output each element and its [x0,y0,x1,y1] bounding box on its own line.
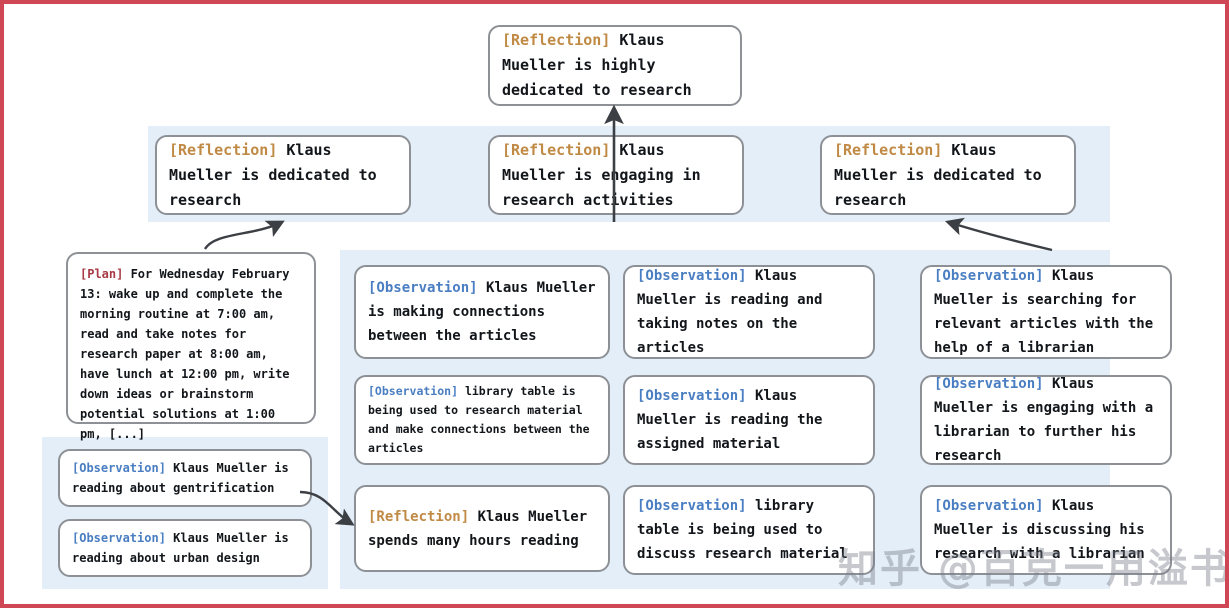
node-obs-discussing-librarian-body: Klaus Mueller is discussing his research… [934,498,1154,562]
node-reflection-hours-reading[interactable]: [Reflection] Klaus Mueller spends many h… [354,485,610,572]
node-reflection-left[interactable]: [Reflection] Klaus Mueller is dedicated … [155,135,411,215]
tag-observation: [Observation] [637,498,747,514]
node-obs-engaging-librarian[interactable]: [Observation] Klaus Mueller is engaging … [920,375,1172,465]
node-reflection-left-text: [Reflection] Klaus Mueller is dedicated … [157,138,409,213]
node-obs-urban-design-text: [Observation] Klaus Mueller is reading a… [60,528,310,568]
tag-observation: [Observation] [934,268,1044,284]
node-obs-library-table-connections-body: library table is being used to research … [368,384,597,455]
tag-observation: [Observation] [934,376,1044,392]
node-obs-urban-design[interactable]: [Observation] Klaus Mueller is reading a… [58,519,312,577]
node-obs-assigned-material-text: [Observation] Klaus Mueller is reading t… [625,384,873,456]
node-obs-gentrification-text: [Observation] Klaus Mueller is reading a… [60,458,310,498]
node-reflection-right-text: [Reflection] Klaus Mueller is dedicated … [822,138,1074,213]
node-reflection-middle[interactable]: [Reflection] Klaus Mueller is engaging i… [488,135,744,215]
tag-reflection: [Reflection] [502,140,611,159]
tag-reflection: [Reflection] [169,140,278,159]
node-obs-gentrification[interactable]: [Observation] Klaus Mueller is reading a… [58,449,312,507]
node-obs-assigned-material[interactable]: [Observation] Klaus Mueller is reading t… [623,375,875,465]
node-obs-reading-notes-body: Klaus Mueller is reading and taking note… [637,268,831,356]
node-plan-body: For Wednesday February 13: wake up and c… [80,267,297,441]
node-obs-searching-articles-body: Klaus Mueller is searching for relevant … [934,268,1162,356]
node-obs-connections-text: [Observation] Klaus Mueller is making co… [356,276,608,348]
tag-reflection: [Reflection] [368,508,470,525]
node-obs-discussing-librarian[interactable]: [Observation] Klaus Mueller is discussin… [920,485,1172,575]
node-reflection-hours-reading-text: [Reflection] Klaus Mueller spends many h… [356,505,608,553]
node-obs-connections[interactable]: [Observation] Klaus Mueller is making co… [354,265,610,359]
node-obs-engaging-librarian-body: Klaus Mueller is engaging with a librari… [934,376,1162,464]
tag-observation: [Observation] [637,388,747,404]
node-obs-library-table-connections-text: [Observation] library table is being use… [356,382,608,458]
node-obs-library-table-discuss-body: library table is being used to discuss r… [637,498,848,562]
tag-reflection: [Reflection] [834,140,943,159]
node-obs-library-table-connections[interactable]: [Observation] library table is being use… [354,375,610,465]
tag-reflection: [Reflection] [502,31,611,49]
node-reflection-right-body: Klaus Mueller is dedicated to research [834,140,1051,209]
tag-plan: [Plan] [80,267,124,281]
node-root-reflection-text: [Reflection] Klaus Mueller is highly ded… [490,28,740,103]
node-obs-assigned-material-body: Klaus Mueller is reading the assigned ma… [637,388,831,452]
node-reflection-middle-body: Klaus Mueller is engaging in research ac… [502,140,710,209]
node-obs-reading-notes[interactable]: [Observation] Klaus Mueller is reading a… [623,265,875,359]
node-obs-library-table-discuss[interactable]: [Observation] library table is being use… [623,485,875,575]
node-obs-library-table-discuss-text: [Observation] library table is being use… [625,494,873,566]
node-obs-searching-articles-text: [Observation] Klaus Mueller is searching… [922,264,1170,360]
node-obs-discussing-librarian-text: [Observation] Klaus Mueller is discussin… [922,494,1170,566]
tag-observation: [Observation] [934,498,1044,514]
node-root-reflection-body: Klaus Mueller is highly dedicated to res… [502,31,692,99]
edge-plan-to-reflection-left [203,220,285,250]
node-obs-gentrification-body: Klaus Mueller is reading about gentrific… [72,461,296,495]
node-obs-connections-body: Klaus Mueller is making connections betw… [368,280,605,344]
node-root-reflection[interactable]: [Reflection] Klaus Mueller is highly ded… [488,25,742,106]
node-obs-urban-design-body: Klaus Mueller is reading about urban des… [72,531,296,565]
node-obs-reading-notes-text: [Observation] Klaus Mueller is reading a… [625,264,873,360]
node-obs-searching-articles[interactable]: [Observation] Klaus Mueller is searching… [920,265,1172,359]
node-reflection-hours-reading-body: Klaus Mueller spends many hours reading [368,508,596,549]
node-reflection-middle-text: [Reflection] Klaus Mueller is engaging i… [490,138,742,213]
edge-evidence-to-reflection-right [945,217,1053,252]
tag-observation: [Observation] [368,280,478,296]
tag-observation: [Observation] [637,268,747,284]
node-reflection-right[interactable]: [Reflection] Klaus Mueller is dedicated … [820,135,1076,215]
node-plan-text: [Plan] For Wednesday February 13: wake u… [68,254,314,444]
tag-observation: [Observation] [72,461,166,475]
node-obs-engaging-librarian-text: [Observation] Klaus Mueller is engaging … [922,372,1170,468]
tag-observation: [Observation] [368,384,459,398]
node-plan[interactable]: [Plan] For Wednesday February 13: wake u… [66,252,316,441]
node-reflection-left-body: Klaus Mueller is dedicated to research [169,140,386,209]
tag-observation: [Observation] [72,531,166,545]
